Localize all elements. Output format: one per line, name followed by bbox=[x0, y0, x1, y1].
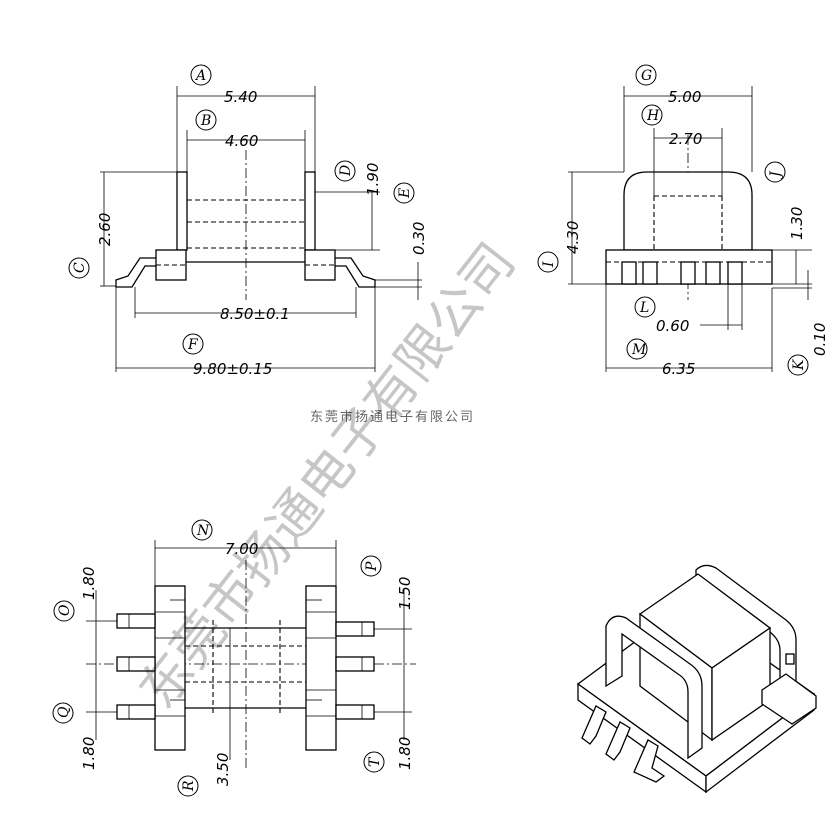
label-A: A bbox=[194, 68, 206, 84]
label-D: D bbox=[338, 165, 354, 177]
dim-A-value: 5.40 bbox=[224, 88, 257, 106]
label-L: L bbox=[639, 300, 649, 316]
dim-N-value: 7.00 bbox=[225, 540, 258, 558]
dim-E-value: 0.30 bbox=[410, 222, 428, 255]
dim-O-value: 1.80 bbox=[80, 567, 98, 600]
company-caption: 东莞市扬通电子有限公司 bbox=[310, 409, 475, 425]
dim-H-value: 2.70 bbox=[669, 130, 702, 148]
dim-I-value: 4.30 bbox=[564, 221, 582, 254]
isometric-view bbox=[576, 564, 817, 794]
label-P: P bbox=[364, 561, 380, 572]
label-R: R bbox=[181, 780, 197, 792]
label-E: E bbox=[397, 188, 413, 199]
dim-P-value: 1.50 bbox=[396, 577, 414, 610]
dim-G-value: 5.00 bbox=[668, 88, 701, 106]
dim-F-value: 9.80±0.15 bbox=[193, 360, 272, 378]
dim-B-value: 4.60 bbox=[225, 132, 258, 150]
front-view bbox=[100, 86, 422, 372]
label-J: J bbox=[768, 170, 784, 180]
dim-D-value: 1.90 bbox=[364, 163, 382, 196]
label-O: O bbox=[57, 604, 73, 616]
side-view bbox=[568, 86, 812, 372]
dim-C-value: 2.60 bbox=[96, 213, 114, 246]
label-G: G bbox=[641, 68, 652, 84]
label-K: K bbox=[791, 358, 807, 371]
label-F: F bbox=[187, 337, 199, 353]
label-C: C bbox=[72, 262, 88, 273]
label-B: B bbox=[200, 113, 211, 129]
label-M: M bbox=[631, 342, 647, 358]
dim-R-value: 3.50 bbox=[214, 753, 232, 786]
dim-J-value: 1.30 bbox=[788, 207, 806, 240]
top-view bbox=[86, 540, 416, 770]
label-I: I bbox=[541, 261, 557, 268]
label-Q: Q bbox=[56, 706, 72, 718]
dim-T-value: 1.80 bbox=[396, 737, 414, 770]
dim-F2-value: 8.50±0.1 bbox=[220, 305, 290, 323]
dim-K-value: 0.10 bbox=[811, 323, 829, 356]
label-T: T bbox=[367, 756, 383, 767]
label-H: H bbox=[646, 108, 660, 124]
dim-L-value: 0.60 bbox=[656, 317, 689, 335]
dim-Q-value: 1.80 bbox=[80, 737, 98, 770]
dim-M-value: 6.35 bbox=[662, 360, 695, 378]
label-N: N bbox=[196, 523, 210, 539]
